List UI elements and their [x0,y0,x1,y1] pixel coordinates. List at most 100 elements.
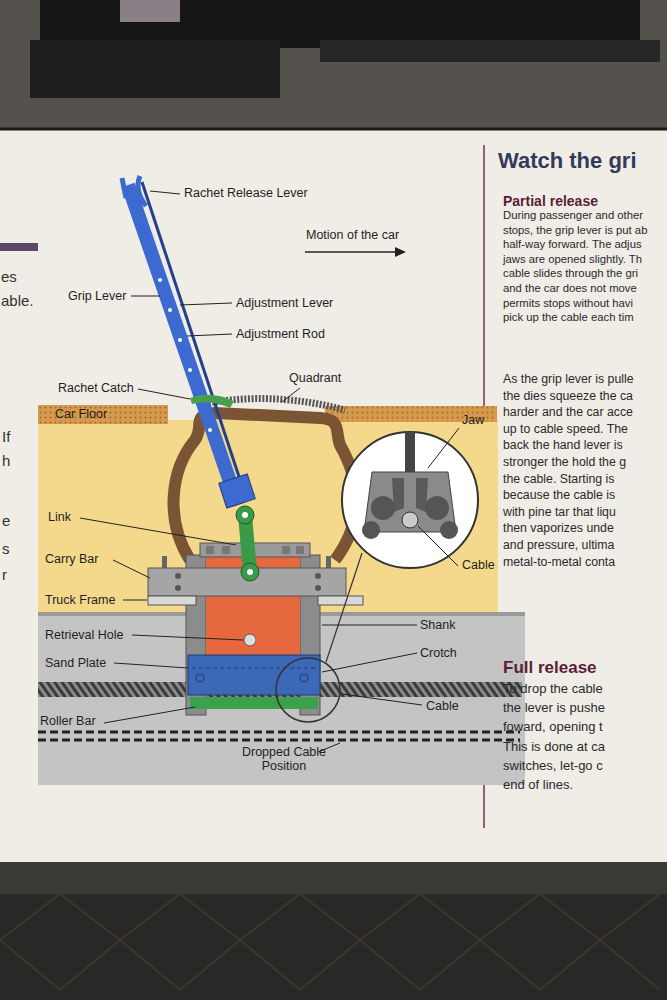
part-label: Crotch [420,646,457,660]
leader-lines [131,296,160,297]
part-label: Rachet Release Lever [184,186,308,200]
body-line: During passenger and other [503,209,643,222]
body-line: This is done at ca [503,740,605,755]
grip-lever [242,512,248,518]
leader-lines [187,334,232,336]
grip-lever [168,308,172,312]
body-line: To drop the cable [503,682,603,697]
leader-lines [342,694,422,705]
leader-lines [282,388,300,402]
panel-title: Watch the gri [498,148,637,173]
floor-band: Car Floor [38,405,168,424]
body-line: and the car does not move [503,282,637,295]
background [120,0,180,22]
grip-frame [206,546,214,554]
section-heading: Full release [503,658,597,678]
jaw-inset [405,432,415,474]
part-label: Link [48,510,71,524]
body-line: stronger the hold the g [503,455,626,469]
jaw-inset [342,432,478,568]
direction-label: Motion of the car [306,228,399,242]
background [320,40,660,62]
leader-lines [428,428,459,468]
background [0,894,660,990]
body-line: then vaporizes unde [503,521,614,535]
part-label: Adjustment Rod [236,327,325,341]
leader-lines [322,653,417,672]
leader-lines [123,600,147,601]
motion-arrow [305,251,396,253]
grip-lever [190,395,234,408]
cut-text: h [2,452,10,469]
grip-frame [188,655,320,695]
leader-lines [80,518,236,545]
motion-arrow [395,247,406,257]
body-line: stops, the grip lever is put ab [503,224,647,237]
part-label: Dropped Cable Position [228,745,340,774]
part-label: Adjustment Lever [236,296,333,310]
grip-frame [315,585,321,591]
part-label: Grip Lever [68,289,126,303]
body-line: switches, let-go c [503,759,603,774]
grip-frame [192,668,316,669]
cable-track [38,731,520,734]
body-line: back the hand lever is [503,438,623,452]
band-label: Car Floor [55,407,160,421]
leader-lines [132,635,243,640]
leader-lines [114,663,188,668]
background [0,128,667,131]
grip-lever [219,474,256,508]
body-line: pick up the cable each tim [503,311,634,324]
grip-frame [196,674,204,682]
body-line: permits stops without havi [503,297,633,310]
grip-lever [241,563,259,581]
body-line: with pine tar that liqu [503,505,616,519]
body-line: the cable. Starting is [503,472,614,486]
body-line: metal-to-metal conta [503,555,615,569]
cut-text: If [2,428,10,445]
body-line: and pressure, ultima [503,538,614,552]
leader-lines [150,191,180,194]
body-line: because the cable is [503,488,615,502]
background [0,894,667,1000]
grip-lever [122,176,259,581]
body-line: up to cable speed. The [503,422,628,436]
grip-lever [236,506,254,524]
grip-frame [175,585,181,591]
grip-lever [208,428,212,432]
grip-lever [142,182,246,498]
background [30,40,280,98]
grip-frame [190,697,318,709]
grip-lever [188,368,192,372]
part-label: Sand Plate [45,656,106,670]
body-line: jaws are opened slightly. Th [503,253,642,266]
leader-lines [113,560,150,578]
body-line: half-way forward. The adjus [503,238,642,251]
jaw-inset [362,521,380,539]
jaw-inset [440,521,458,539]
body-line: the dies squeeze the ca [503,389,633,403]
body-line: As the grip lever is pulle [503,372,634,386]
body-line: end of lines. [503,778,573,793]
part-label: Shank [420,618,455,632]
grip-frame [296,546,304,554]
grip-lever [247,569,253,575]
part-label: Rachet Catch [58,381,134,395]
cut-text: s [2,540,10,557]
jaw-inset [276,658,340,722]
grip-frame [300,674,308,682]
jaw-inset [276,432,478,722]
grip-housing [38,406,525,785]
grip-frame [174,413,357,560]
leader-lines [322,625,417,626]
background [0,862,667,894]
body-line: cable slides through the gri [503,267,638,280]
jaw-inset [371,496,395,520]
grip-frame [244,634,256,646]
grip-frame [315,573,321,579]
grip-lever [178,338,182,342]
jaw-inset [364,472,456,532]
leader-lines [104,707,195,723]
grip-lever [128,185,238,505]
